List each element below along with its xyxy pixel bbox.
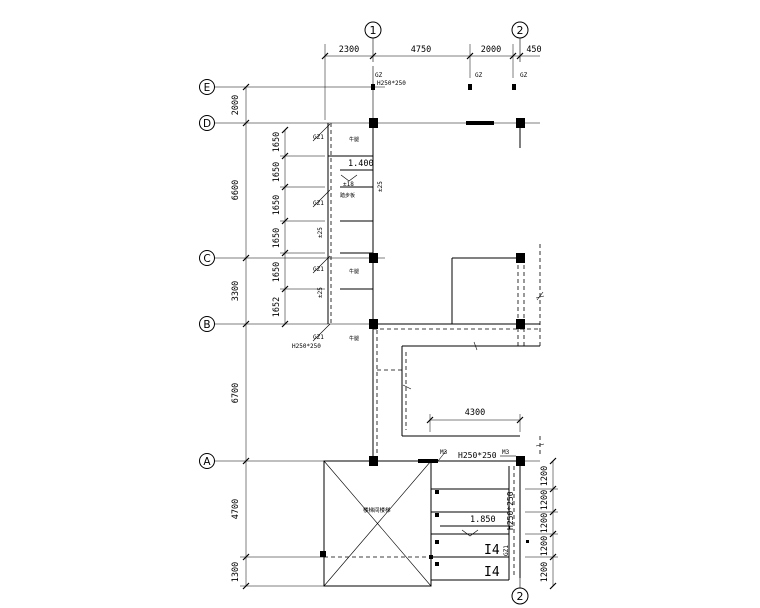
axis-bubble-1: 1 — [364, 21, 382, 39]
gz1-label-1: GZ1 — [313, 134, 324, 141]
step-25-right: ±25 — [377, 181, 384, 192]
col-tag-D: 牛腿 — [349, 136, 359, 143]
right-dim-2: 1200 — [540, 490, 550, 510]
inner-dim-3: 1650 — [272, 195, 282, 215]
left-dim-1300: 1300 — [231, 562, 241, 582]
inner-dim-1: 1650 — [272, 132, 282, 152]
column-1-D — [369, 118, 378, 128]
gz-top-label-1: GZ — [375, 72, 383, 79]
gz1-label-3: GZ1 — [313, 266, 324, 273]
right-dim-4: 1200 — [540, 536, 550, 556]
corridor — [372, 323, 540, 461]
columns — [369, 118, 525, 466]
left-dim-6600: 6600 — [231, 180, 241, 200]
lower-section: 楼梯间楼梯 1.850 M3 M3 H250*250 H250*250 GZ1 … — [320, 449, 529, 587]
top-dimension-chain: 2300 4750 2000 450 — [321, 44, 542, 120]
axis-bubble-C: C — [199, 250, 215, 266]
axis-label-2: 2 — [517, 24, 524, 37]
axis-label-2-bottom: 2 — [517, 590, 524, 603]
top-gz-marks: GZ H250*250 GZ GZ — [371, 66, 528, 123]
inner-dim-4: 1650 — [272, 228, 282, 248]
axis-bubble-D: D — [199, 115, 215, 131]
upper-stair: 1.400 ±18 踏步板 ±25 ±25 ±25 GZ1 GZ1 GZ1 GZ… — [292, 123, 384, 350]
right-dim-3: 1200 — [540, 513, 550, 533]
right-dim-1: 1200 — [540, 466, 550, 486]
right-dim-5: 1200 — [540, 562, 550, 582]
inner-dim-2: 1650 — [272, 162, 282, 182]
col-tag-B: 牛腿 — [349, 335, 359, 342]
gz-top-label-2: GZ — [475, 72, 483, 79]
axis-bubble-B: B — [199, 316, 215, 332]
left-dim-4700: 4700 — [231, 499, 241, 519]
h-top-label: H250*250 — [377, 80, 406, 87]
axis-label-A: A — [203, 456, 211, 468]
right-dimension-chain: 1200 1200 1200 1200 1200 — [525, 457, 558, 590]
mark-14-b: I4 — [484, 565, 500, 580]
inner-dim-5: 1650 — [272, 262, 282, 282]
inner-dimension-chain: 1650 1650 1650 1650 1650 1652 — [272, 126, 325, 328]
dimension-4300: 4300 — [402, 408, 545, 456]
axis-bubble-E: E — [199, 79, 215, 95]
ml-label-b: M3 — [502, 449, 510, 456]
stair-well-label: 楼梯间楼梯 — [363, 506, 391, 514]
axis-label-C: C — [203, 253, 210, 265]
column-1-C — [369, 253, 378, 263]
axis-bubble-2-bottom: 2 — [511, 578, 529, 605]
dim-4300-text: 4300 — [465, 408, 485, 418]
step-25-left-b: ±25 — [317, 287, 324, 298]
left-dim-6700: 6700 — [231, 383, 241, 403]
gz1-label-2: GZ1 — [313, 200, 324, 207]
axis-label-1: 1 — [370, 24, 377, 37]
beam-D-stub — [466, 121, 494, 125]
top-dim-450: 450 — [526, 45, 541, 55]
axis-label-B: B — [203, 319, 210, 331]
col-tag-C: 牛腿 — [349, 268, 359, 275]
top-dim-4750: 4750 — [411, 45, 431, 55]
axis-bubble-2: 2 — [511, 21, 529, 39]
axis-label-E: E — [204, 82, 211, 94]
beam-h-label-b: H250*250 — [506, 491, 515, 530]
axis-label-D: D — [203, 118, 211, 130]
stair-well-box — [323, 460, 432, 587]
column-2-mid — [516, 253, 525, 263]
left-dimension-chain: 2000 6600 3300 6700 4700 1300 — [231, 83, 325, 590]
gz-top-label-3: GZ — [520, 72, 528, 79]
left-dim-2000: 2000 — [231, 95, 241, 115]
inner-dim-6: 1652 — [272, 297, 282, 317]
level-1400: 1.400 — [348, 159, 374, 169]
axis-bubble-A: A — [199, 453, 215, 469]
left-dim-3300: 3300 — [231, 281, 241, 301]
upper-note: 踏步板 — [340, 192, 355, 199]
ml-label-a: M3 — [440, 449, 448, 456]
right-structure — [451, 123, 545, 346]
mark-14-a: I4 — [484, 543, 500, 558]
top-dim-2000: 2000 — [481, 45, 501, 55]
column-2-A — [516, 456, 525, 466]
step-18-label: ±18 — [343, 181, 354, 188]
step-25-left-a: ±25 — [317, 227, 324, 238]
gz1-label-4: GZ1 — [313, 334, 324, 341]
gz1-right-label: GZ1 — [503, 545, 510, 556]
beam-h-label-a: H250*250 — [458, 451, 497, 460]
level-1850: 1.850 — [470, 515, 496, 525]
top-dim-2300: 2300 — [339, 45, 359, 55]
h-label-bottom-left: H250*250 — [292, 343, 321, 350]
